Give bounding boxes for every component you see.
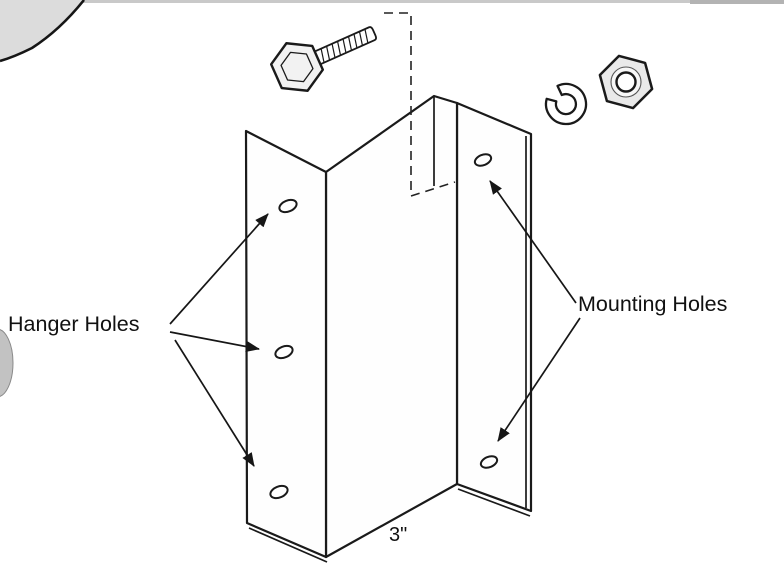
page-corner-fold	[0, 0, 84, 61]
lock-washer-icon	[544, 82, 588, 126]
bracket-main-face	[324, 94, 459, 559]
mounting-hole	[473, 153, 493, 167]
width-dimension-label: 3"	[389, 524, 407, 546]
main-face	[324, 94, 459, 559]
hanger-holes-arrow	[169, 213, 269, 325]
page-edge-blob	[0, 329, 14, 397]
left-flange-face	[244, 129, 328, 559]
hanger-holes-label: Hanger Holes	[8, 312, 139, 336]
bracket-right-flange	[455, 101, 533, 517]
mounting-hole	[479, 455, 499, 469]
bracket-left-flange	[244, 129, 328, 563]
right-flange-face	[455, 101, 533, 513]
right-flange-bottom-thickness	[457, 488, 531, 517]
bolt-insertion-path	[384, 12, 456, 198]
mounting-holes-label: Mounting Holes	[578, 292, 727, 316]
hanger-hole	[274, 344, 294, 360]
nut-hole	[615, 71, 637, 93]
bracket	[244, 94, 533, 563]
bolt-threads	[320, 28, 369, 63]
lock-washer-ring	[544, 82, 588, 126]
left-flange-bottom-thickness	[248, 527, 328, 563]
hex-nut-icon	[598, 54, 654, 110]
bolt-head	[269, 42, 325, 92]
hanger-hole	[278, 198, 298, 214]
page-edge-top-right	[690, 0, 784, 4]
mounting-holes-arrow	[489, 180, 577, 304]
page-corner-line	[0, 0, 86, 63]
hex-bolt-icon	[269, 26, 377, 92]
bolt-head-chamfer	[280, 51, 314, 83]
hanger-holes-callout: Hanger Holes	[8, 213, 269, 467]
page-edge-top	[70, 0, 784, 3]
hanger-holes-arrow	[174, 339, 255, 467]
hanger-hole	[269, 484, 289, 500]
mounting-holes-callout: Mounting Holes	[489, 180, 727, 442]
scan-artifacts	[0, 0, 784, 397]
mounting-holes-arrow	[497, 317, 581, 442]
hanger-holes-arrow	[169, 331, 260, 352]
